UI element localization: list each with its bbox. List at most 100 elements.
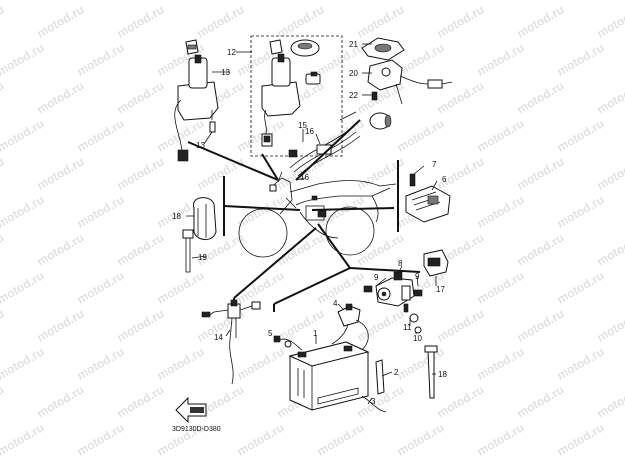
watermark-text: motod.ru [555, 40, 607, 78]
watermark-text: motod.ru [595, 230, 625, 268]
watermark-text: motod.ru [195, 154, 247, 192]
starter-relay-8-11 [363, 271, 423, 334]
main-switch-13 [174, 39, 219, 162]
callout-9a: 9 [374, 273, 379, 282]
watermark-text: motod.ru [595, 78, 625, 116]
watermark-text: motod.ru [555, 344, 607, 382]
watermark-text: motod.ru [0, 382, 7, 420]
watermark-text: motod.ru [595, 2, 625, 40]
battery-1 [288, 341, 370, 411]
watermark-text: motod.ru [275, 230, 327, 268]
watermark-text: motod.ru [355, 2, 407, 40]
watermark-text: motod.ru [155, 0, 207, 3]
watermark-text: motod.ru [75, 116, 127, 154]
callout-13: 13 [221, 68, 230, 77]
watermark-text: motod.ru [75, 344, 127, 382]
watermark-text: motod.ru [0, 116, 47, 154]
watermark-text: motod.ru [395, 0, 447, 3]
callout-11: 11 [403, 323, 412, 332]
watermark-text: motod.ru [0, 40, 47, 78]
watermark-text: motod.ru [235, 420, 287, 458]
watermark-text: motod.ru [0, 268, 47, 306]
callout-17: 16 [305, 127, 314, 136]
watermark-text: motod.ru [475, 268, 527, 306]
relay-19 [423, 249, 449, 277]
watermark-text: motod.ru [75, 0, 127, 3]
watermark-text: motod.ru [435, 382, 487, 420]
watermark-text: motod.ru [595, 306, 625, 344]
callout-16b: 16 [300, 173, 309, 182]
watermark-text: motod.ru [0, 306, 7, 344]
watermark-text: motod.ru [595, 382, 625, 420]
motorcycle-outline [238, 171, 397, 258]
fuel-sender-22-24 [361, 37, 453, 130]
switch-15 [201, 299, 261, 385]
watermark-text: motod.ru [395, 40, 447, 78]
watermark-text: motod.ru [155, 268, 207, 306]
watermark-text: motod.ru [0, 420, 47, 458]
watermark-text: motod.ru [0, 2, 7, 40]
callout-21: 19 [198, 253, 207, 262]
watermark-text: motod.ru [515, 306, 567, 344]
callout-12: 12 [227, 48, 236, 57]
callout-10: 10 [413, 334, 422, 343]
callout-19: 17 [436, 285, 445, 294]
watermark-text: motod.ru [0, 344, 47, 382]
callout-18: 18 [438, 370, 447, 379]
callout-9b: 9 [415, 272, 420, 281]
watermark-text: motod.ru [115, 230, 167, 268]
callout-20: 18 [172, 212, 181, 221]
callout-14: 13 [196, 141, 205, 150]
watermark-text: motod.ru [0, 0, 47, 3]
watermark-text: motod.ru [75, 268, 127, 306]
watermark-text: motod.ru [35, 382, 87, 420]
watermark-text: motod.ru [315, 40, 367, 78]
watermark-text: motod.ru [235, 192, 287, 230]
watermark-text: motod.ru [395, 420, 447, 458]
watermark-text: motod.ru [475, 192, 527, 230]
watermark-text: motod.ru [155, 344, 207, 382]
watermark-text: motod.ru [515, 154, 567, 192]
watermark-text: motod.ru [515, 78, 567, 116]
callout-7: 7 [432, 160, 437, 169]
watermark-text: motod.ru [315, 0, 367, 3]
relay-20 [193, 197, 217, 240]
figure-code: 3D9130D-D380 [172, 426, 221, 433]
watermark-text: motod.ru [515, 382, 567, 420]
leader-lines [187, 119, 421, 312]
callout-23: 21 [349, 40, 358, 49]
callout-16a: 15 [298, 121, 307, 130]
watermark-text: motod.ru [0, 230, 7, 268]
callout-4: 4 [333, 299, 338, 308]
watermark-text: motod.ru [475, 116, 527, 154]
watermark-text: motod.ru [395, 116, 447, 154]
watermark-text: motod.ru [35, 230, 87, 268]
watermark-text: motod.ru [75, 420, 127, 458]
callout-labels: 12 13 13 15 16 16 21 20 22 7 6 18 19 17 … [172, 40, 447, 406]
callout-1: 1 [313, 329, 318, 338]
sensor-4 [331, 303, 369, 351]
rectifier-6-7 [405, 173, 451, 223]
watermark-text: motod.ru [235, 116, 287, 154]
watermark-text: motod.ru [555, 268, 607, 306]
watermark-text: motod.ru [115, 78, 167, 116]
watermark-text: motod.ru [35, 78, 87, 116]
battery-strap-2 [375, 359, 385, 395]
callout-22: 20 [349, 69, 358, 78]
watermark-text: motod.ru [195, 2, 247, 40]
watermark-text: motod.ru [35, 154, 87, 192]
front-arrow-icon [175, 396, 207, 424]
watermark-text: motod.ru [75, 40, 127, 78]
watermark-text: motod.ru [555, 420, 607, 458]
watermark-text: motod.ru [0, 154, 7, 192]
watermark-text: motod.ru [555, 0, 607, 3]
watermark-text: motod.ru [0, 192, 47, 230]
watermark-text: motod.ru [515, 230, 567, 268]
watermark-text: motod.ru [115, 2, 167, 40]
watermark-text: motod.ru [75, 192, 127, 230]
watermark-text: motod.ru [475, 420, 527, 458]
watermark-text: motod.ru [315, 268, 367, 306]
cable-tie-21 [182, 229, 194, 273]
watermark-text: motod.ru [475, 40, 527, 78]
